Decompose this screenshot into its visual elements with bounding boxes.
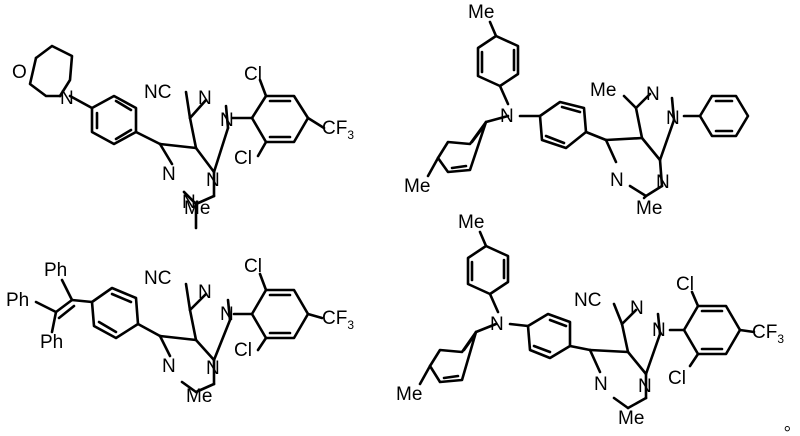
pyrimidine-n-label-b: N bbox=[638, 376, 652, 397]
pyrazole-n1-label: N bbox=[666, 108, 680, 129]
oxygen-label: O bbox=[12, 62, 27, 83]
pyrimidine-n-label-b: N bbox=[656, 172, 670, 193]
me-label-left-tolyl: Me bbox=[396, 384, 422, 405]
me-label: Me bbox=[186, 386, 212, 407]
pyrimidine-n-label-a: N bbox=[610, 170, 624, 191]
chloro-label-bottom: Cl bbox=[234, 148, 252, 169]
phenyl-label-left: Ph bbox=[6, 290, 29, 311]
phenyl-label-bottom: Ph bbox=[40, 332, 63, 353]
chloro-label-bottom: Cl bbox=[234, 340, 252, 361]
molecule-triarylamine-dichloroaryl-pyrazolopyrimidine: Me N Me NC N N N N Me Cl Cl CF3 bbox=[396, 212, 784, 429]
molecule-triphenylethylene-pyrazolopyrimidine: Ph Ph Ph NC N N N N Me Cl Cl CF3 bbox=[6, 256, 354, 407]
pyrazole-n2-label: N bbox=[646, 84, 660, 105]
amine-nitrogen-label: N bbox=[500, 106, 514, 127]
nitrile-label: NC bbox=[144, 82, 171, 103]
me-label-pyrimidine: Me bbox=[618, 408, 644, 429]
pyrimidine-n-label-c: N bbox=[182, 192, 196, 213]
pyrazole-n1-label: N bbox=[652, 320, 666, 341]
amine-nitrogen-label: N bbox=[490, 314, 504, 335]
nitrile-label: NC bbox=[144, 268, 171, 289]
me-label-left-tolyl: Me bbox=[404, 176, 430, 197]
trifluoromethyl-label: CF3 bbox=[752, 322, 784, 346]
chloro-label-top: Cl bbox=[676, 274, 694, 295]
morpholine-nitrogen-label: N bbox=[60, 88, 74, 109]
pyrimidine-n-label-b: N bbox=[206, 170, 220, 191]
me-label-top-tolyl: Me bbox=[468, 2, 494, 23]
chloro-label-top: Cl bbox=[244, 256, 262, 277]
me-label-pyrimidine: Me bbox=[636, 198, 662, 219]
me-label-pyrazole: Me bbox=[590, 80, 616, 101]
pyrimidine-n-label-a: N bbox=[162, 164, 176, 185]
trifluoromethyl-label: CF3 bbox=[322, 308, 354, 332]
nitrile-label: NC bbox=[574, 290, 601, 311]
pyrazole-n1-label: N bbox=[220, 304, 234, 325]
chloro-label-top: Cl bbox=[244, 64, 262, 85]
pyrazole-n2-label: N bbox=[630, 298, 644, 319]
molecule-triarylamine-phenyl-pyrazolopyrimidine: Me N Me Me N N N N Me bbox=[404, 2, 750, 219]
pyrazole-n1-label: N bbox=[220, 110, 234, 131]
pyrazole-n2-label: N bbox=[198, 282, 212, 303]
me-label: Me bbox=[184, 198, 210, 219]
trailing-period-mark: 。 bbox=[784, 415, 800, 434]
pyrimidine-n-label-a: N bbox=[594, 374, 608, 395]
pyrimidine-n-label-a: N bbox=[162, 356, 176, 377]
me-label-top-tolyl: Me bbox=[458, 212, 484, 233]
chloro-label-bottom: Cl bbox=[668, 368, 686, 389]
phenyl-label-top: Ph bbox=[44, 260, 67, 281]
pyrazole-n2-label: N bbox=[198, 88, 212, 109]
pyrimidine-n-label-b: N bbox=[206, 358, 220, 379]
trifluoromethyl-label: CF3 bbox=[322, 118, 354, 142]
molecule-morpholine-pyrazolopyrimidine: O N NC N N N N N Me Cl Cl CF3 bbox=[12, 44, 354, 230]
